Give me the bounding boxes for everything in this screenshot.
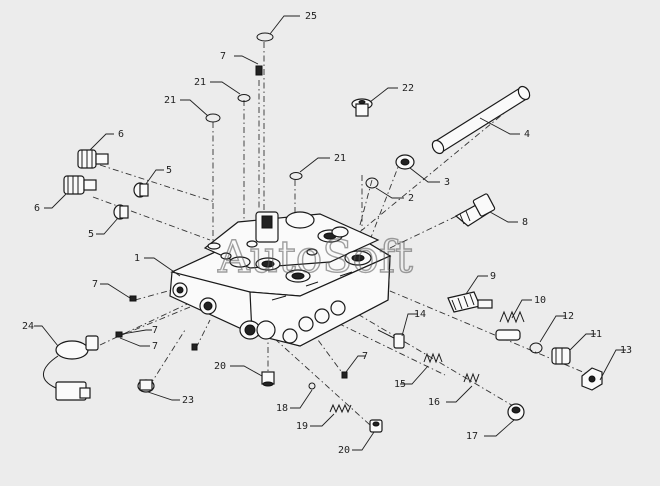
part-13-nut bbox=[581, 367, 603, 391]
parts bbox=[43, 32, 603, 433]
part-23-plug bbox=[137, 379, 155, 393]
callout-6-a: 6 bbox=[118, 129, 124, 140]
part-25-o-ring bbox=[256, 32, 274, 42]
callout-7-left: 7 bbox=[92, 279, 98, 290]
part-11-bushing bbox=[551, 347, 571, 365]
part-5-plug-b bbox=[113, 204, 129, 220]
part-9-spool bbox=[447, 291, 493, 313]
part-21-o-ring-a bbox=[237, 94, 251, 102]
callout-21-c: 21 bbox=[334, 153, 346, 164]
callout-16: 16 bbox=[428, 397, 440, 408]
callout-11: 11 bbox=[590, 329, 602, 340]
callout-7-mid-a: 7 bbox=[152, 325, 158, 336]
callout-22: 22 bbox=[402, 83, 414, 94]
valve-block-body bbox=[169, 211, 392, 347]
callout-1: 1 bbox=[134, 253, 140, 264]
callout-4: 4 bbox=[524, 129, 530, 140]
part-4-shaft bbox=[431, 85, 531, 155]
callout-7-right: 7 bbox=[362, 351, 368, 362]
callout-21-b: 21 bbox=[164, 95, 176, 106]
callout-5-b: 5 bbox=[88, 229, 94, 240]
callout-19: 19 bbox=[296, 421, 308, 432]
part-20-plug-b bbox=[369, 419, 383, 433]
part-10-spring bbox=[495, 310, 525, 341]
part-24-sensor bbox=[43, 335, 99, 401]
callout-12: 12 bbox=[562, 311, 574, 322]
callout-2: 2 bbox=[408, 193, 414, 204]
part-6-cartridge-a bbox=[77, 149, 109, 169]
part-7-plug-top bbox=[255, 65, 263, 76]
part-6-cartridge-b bbox=[63, 175, 97, 195]
part-7-screw-e bbox=[341, 371, 348, 379]
part-15-spring bbox=[423, 352, 443, 364]
callout-10: 10 bbox=[534, 295, 546, 306]
callout-leaders bbox=[34, 15, 626, 451]
callout-13: 13 bbox=[620, 345, 632, 356]
part-8-fitting bbox=[454, 193, 496, 227]
callout-21-a: 21 bbox=[194, 77, 206, 88]
part-18-ball bbox=[308, 382, 316, 390]
callout-14: 14 bbox=[414, 309, 426, 320]
callout-8: 8 bbox=[522, 217, 528, 228]
part-5-plug-a bbox=[133, 182, 149, 198]
part-12-ring bbox=[529, 342, 543, 354]
callout-6-b: 6 bbox=[34, 203, 40, 214]
part-7-screw-d bbox=[191, 343, 198, 351]
callout-3: 3 bbox=[444, 177, 450, 188]
part-22-plug bbox=[351, 98, 373, 117]
callout-25: 25 bbox=[305, 11, 317, 22]
part-16-spring bbox=[463, 372, 480, 384]
part-20-plug-a bbox=[261, 371, 275, 387]
callout-17: 17 bbox=[466, 431, 478, 442]
part-17-cap bbox=[507, 403, 525, 421]
callout-20-a: 20 bbox=[214, 361, 226, 372]
part-19-spring bbox=[329, 403, 352, 414]
callout-23: 23 bbox=[182, 395, 194, 406]
callout-7-mid-b: 7 bbox=[152, 341, 158, 352]
part-3-seal bbox=[395, 154, 415, 170]
part-2-ring bbox=[365, 177, 379, 189]
callout-18: 18 bbox=[276, 403, 288, 414]
part-7-screw-c bbox=[115, 331, 123, 338]
callout-9: 9 bbox=[490, 271, 496, 282]
part-14-pin bbox=[377, 329, 405, 349]
part-21-o-ring-b bbox=[205, 113, 221, 123]
callout-7-top: 7 bbox=[220, 51, 226, 62]
callout-20-b: 20 bbox=[338, 445, 350, 456]
part-7-screw-b bbox=[129, 295, 137, 302]
callout-15: 15 bbox=[394, 379, 406, 390]
part-21-o-ring-c bbox=[289, 172, 303, 180]
watermark-text: AutoSoft bbox=[217, 232, 413, 283]
callout-5-a: 5 bbox=[166, 165, 172, 176]
callout-labels: 25 7 21 22 21 4 6 5 21 3 2 6 5 8 1 9 7 1… bbox=[22, 11, 632, 456]
callout-24: 24 bbox=[22, 321, 34, 332]
